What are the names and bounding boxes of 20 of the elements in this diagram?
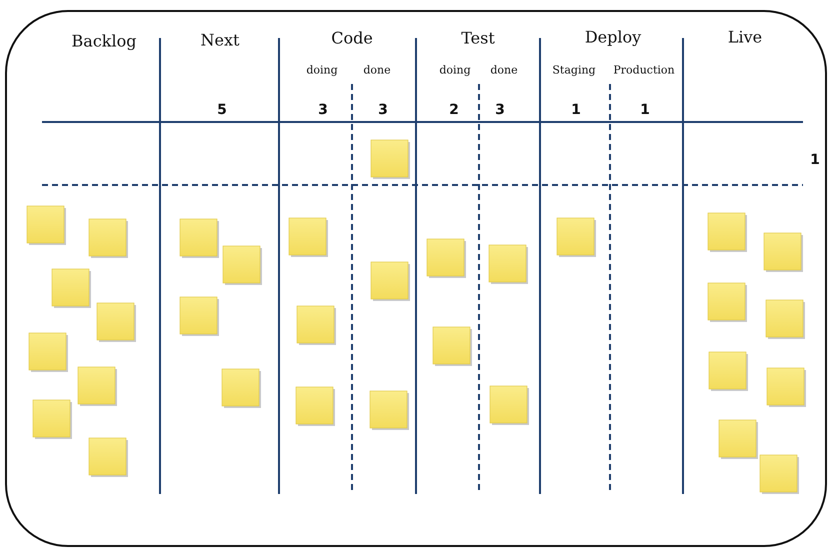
wip-limit: 3: [495, 102, 505, 118]
wip-limit: 3: [318, 102, 328, 118]
column-header: Live: [728, 28, 762, 46]
sub-column-header: doing: [306, 64, 338, 76]
sub-column-header: done: [490, 64, 518, 76]
sub-column-header: done: [363, 64, 391, 76]
wip-limit: 1: [571, 102, 581, 118]
wip-limit: 5: [217, 102, 227, 118]
column-header: Deploy: [584, 28, 642, 46]
column-header: Test: [461, 28, 495, 48]
sub-column-header: doing: [439, 64, 471, 76]
wip-limit: 3: [378, 102, 388, 118]
wip-limit: 2: [449, 102, 459, 118]
column-header: Next: [200, 30, 240, 50]
lane-limit: 1: [810, 152, 820, 168]
column-header: Backlog: [72, 32, 136, 50]
wip-limit: 1: [640, 102, 650, 118]
sub-column-header: Production: [613, 64, 675, 76]
column-header: Code: [331, 28, 373, 48]
sub-column-header: Staging: [552, 64, 596, 76]
